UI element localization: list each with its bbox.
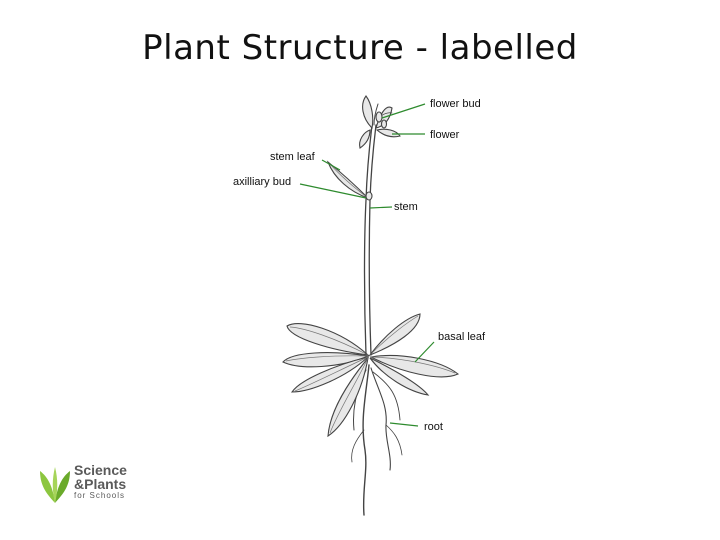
- science-and-plants-logo: Science &Plants for Schools: [38, 463, 148, 507]
- label-flower-bud: flower bud: [430, 98, 481, 110]
- slide-title: Plant Structure - labelled: [142, 28, 578, 68]
- stem-leaf-drawing: [326, 160, 373, 201]
- label-stem-leaf: stem leaf: [270, 151, 316, 163]
- leader-basal-leaf: [414, 341, 435, 363]
- main-stem: [363, 103, 379, 356]
- logo-line-3: for Schools: [74, 491, 126, 500]
- flower-head: [359, 95, 401, 149]
- logo-text: Science &Plants for Schools: [74, 463, 127, 500]
- leader-stem: [369, 206, 393, 209]
- logo-line-2: &Plants: [74, 476, 127, 492]
- leader-root: [389, 422, 419, 427]
- logo-line-1: Science: [74, 462, 127, 478]
- label-basal-leaf: basal leaf: [438, 331, 486, 343]
- leader-axilliary-bud: [299, 183, 367, 199]
- label-stem: stem: [394, 201, 418, 213]
- leader-stem-leaf: [321, 159, 341, 171]
- basal-leaves: [282, 313, 460, 438]
- label-axilliary-bud: axilliary bud: [233, 176, 291, 188]
- label-flower: flower: [430, 129, 460, 141]
- leaf-logo-icon: [40, 467, 70, 503]
- label-root: root: [424, 421, 443, 433]
- leader-flower-bud: [381, 103, 426, 119]
